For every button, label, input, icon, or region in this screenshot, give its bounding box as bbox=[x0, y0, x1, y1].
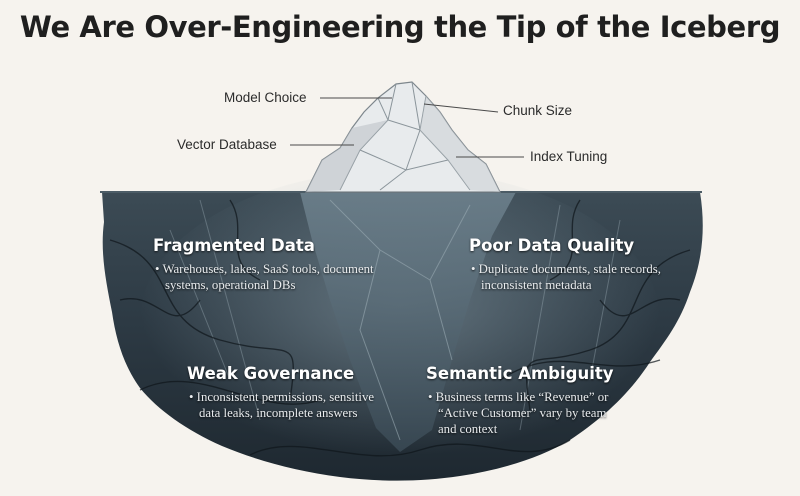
poor-data-quality-bullet: • Duplicate documents, stale records, in… bbox=[471, 262, 661, 292]
poor-data-quality-zone: Poor Data Quality • Duplicate documents,… bbox=[469, 236, 684, 293]
fragmented-data-zone: Fragmented Data • Warehouses, lakes, Saa… bbox=[153, 236, 383, 293]
fragmented-data-title: Fragmented Data bbox=[153, 236, 315, 255]
page-title: We Are Over-Engineering the Tip of the I… bbox=[19, 10, 781, 44]
chunk-size-label: Chunk Size bbox=[503, 103, 573, 118]
index-tuning-label: Index Tuning bbox=[530, 149, 608, 164]
semantic-ambiguity-zone: Semantic Ambiguity • Business terms like… bbox=[426, 364, 626, 437]
submerged-iceberg bbox=[300, 192, 516, 452]
weak-governance-bullet: • Inconsistent permissions, sensitive da… bbox=[189, 390, 375, 420]
weak-governance-title: Weak Governance bbox=[187, 364, 355, 383]
weak-governance-zone: Weak Governance • Inconsistent permissio… bbox=[187, 364, 392, 421]
semantic-ambiguity-bullet: • Business terms like “Revenue” or “Acti… bbox=[428, 390, 609, 436]
semantic-ambiguity-title: Semantic Ambiguity bbox=[426, 364, 614, 383]
chunk-size-leader bbox=[423, 103, 499, 113]
poor-data-quality-title: Poor Data Quality bbox=[469, 236, 635, 255]
fragmented-data-bullet: • Warehouses, lakes, SaaS tools, documen… bbox=[155, 262, 374, 292]
vector-database-label: Vector Database bbox=[177, 137, 277, 152]
model-choice-label: Model Choice bbox=[224, 90, 307, 105]
